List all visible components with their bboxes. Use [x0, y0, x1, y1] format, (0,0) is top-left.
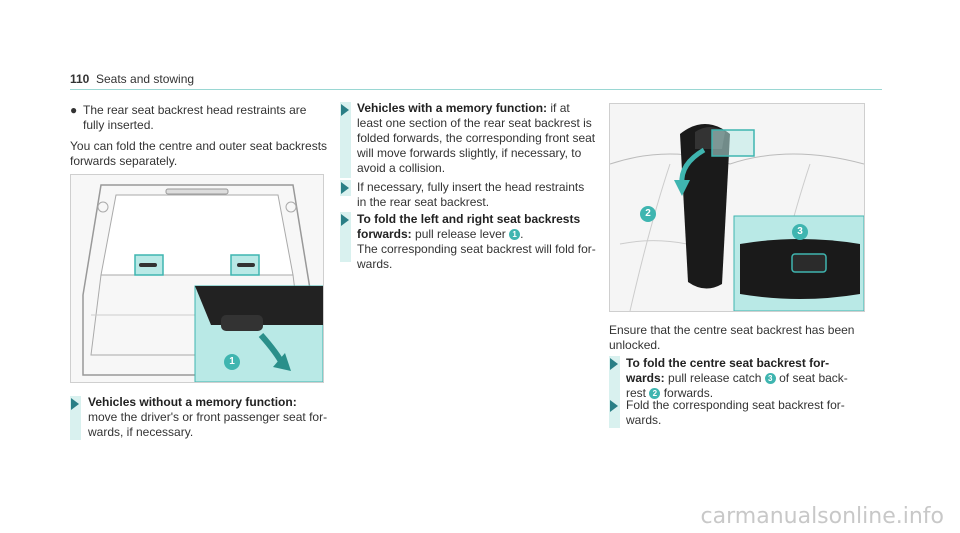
step-head-restraints: If necessary, fully insert the head rest… — [357, 180, 585, 209]
step-fold-outer: To fold the left and right seat backrest… — [357, 212, 596, 271]
header-divider — [70, 89, 882, 90]
step-line-1: move the driver's or front passenger sea… — [88, 410, 328, 424]
centre-paragraph: Ensure that the centre seat backrest has… — [609, 323, 855, 352]
step-bar — [70, 396, 81, 440]
callout-1-inline: 1 — [509, 229, 521, 240]
callout-2: 2 — [640, 204, 656, 222]
callout-3: 3 — [792, 222, 808, 240]
step-heading: Vehicles without a memory function: — [88, 395, 297, 409]
step-no-memory: Vehicles without a memory function: move… — [88, 395, 338, 440]
step-memory: Vehicles with a memory function: if at l… — [357, 101, 596, 175]
callout-1: 1 — [224, 352, 240, 370]
step-arrow-icon — [341, 214, 349, 226]
trunk-figure: 1 — [70, 174, 324, 383]
step-arrow-icon — [341, 104, 349, 116]
step-bar — [609, 356, 620, 402]
para-line-2: forwards separately. — [70, 154, 178, 168]
step-heading: Vehicles with a memory function: — [357, 101, 548, 115]
rear-seat-figure: 2 3 — [609, 103, 865, 312]
step-line-2: wards, if necessary. — [88, 425, 194, 439]
page-number: 110 — [70, 72, 90, 86]
bullet-line-2: fully inserted. — [83, 118, 154, 132]
para-line-1: You can fold the centre and outer seat b… — [70, 139, 328, 153]
bullet-item: ● The rear seat backrest head restraints … — [70, 103, 330, 133]
section-title: Seats and stowing — [96, 72, 195, 86]
step-fold-centre: To fold the centre seat backrest for- wa… — [626, 356, 848, 400]
trunk-illustration — [71, 175, 323, 382]
step-fold-corresponding: Fold the corresponding seat backrest for… — [626, 398, 845, 427]
step-arrow-icon — [341, 182, 349, 194]
intro-paragraph: You can fold the centre and outer seat b… — [70, 139, 335, 169]
callout-3-inline: 3 — [764, 373, 776, 384]
step-arrow-icon — [71, 398, 79, 410]
step-bar — [609, 398, 620, 428]
step-arrow-icon — [610, 358, 618, 370]
step-arrow-icon — [610, 400, 618, 412]
step-bar — [340, 102, 351, 178]
watermark: carmanualsonline.info — [700, 504, 944, 529]
rear-seat-illustration — [610, 104, 864, 311]
bullet-line-1: The rear seat backrest head restraints a… — [83, 103, 307, 117]
step-bar — [340, 212, 351, 262]
bullet-icon: ● — [70, 103, 78, 117]
callout-2-inline: 2 — [649, 388, 661, 399]
